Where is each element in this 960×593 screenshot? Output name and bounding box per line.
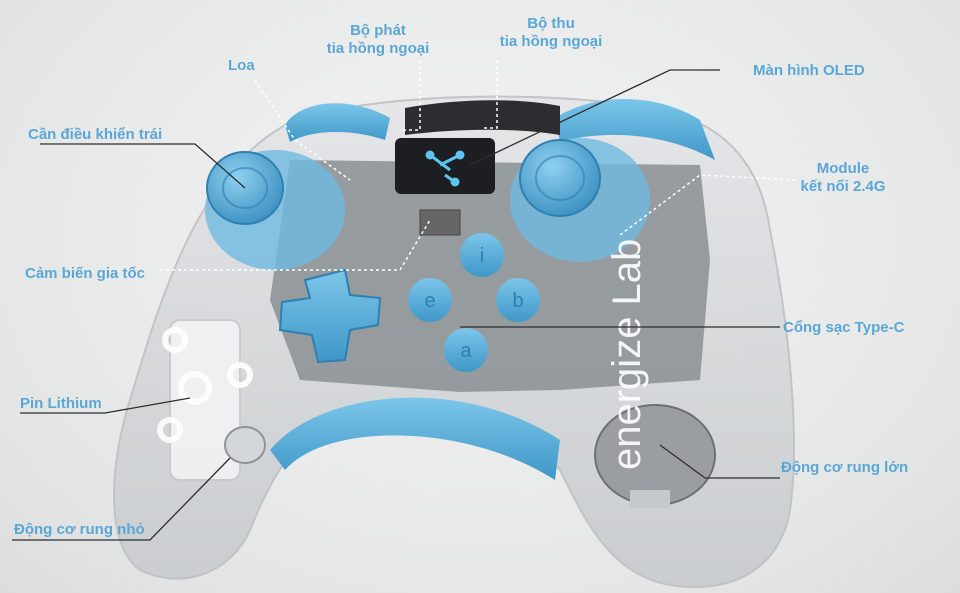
battery-logo xyxy=(157,327,253,443)
callout-lines xyxy=(12,69,780,541)
label-big-motor: Động cơ rung lớn xyxy=(781,459,909,476)
dots-module xyxy=(619,174,796,236)
label-ir-receiver: Bộ thu tia hồng ngoại xyxy=(499,15,603,50)
button-a-label: a xyxy=(460,340,472,362)
button-b xyxy=(496,278,540,322)
left-bumper xyxy=(285,103,390,142)
line-oled xyxy=(469,69,720,166)
top-bar xyxy=(405,100,560,135)
button-i xyxy=(460,233,504,277)
brand-text: energize Lab xyxy=(605,239,649,470)
line-big-motor xyxy=(659,444,780,479)
oled-logo xyxy=(425,150,465,187)
right-stick-cap xyxy=(519,139,601,217)
button-b-label: b xyxy=(512,290,523,312)
label-ir-emitter: Bộ phát tia hồng ngoại xyxy=(326,22,430,57)
button-e xyxy=(408,278,452,322)
label-small-motor: Động cơ rung nhỏ xyxy=(14,521,145,538)
accelerometer-chip xyxy=(419,209,461,236)
dpad xyxy=(278,268,382,364)
label-accelerometer: Cảm biến gia tốc xyxy=(25,265,146,282)
button-e-label: e xyxy=(424,290,435,312)
dotted-lines xyxy=(160,60,796,271)
label-module-24g: Module kết nối 2.4G xyxy=(800,160,886,195)
label-usb-c-port: Cổng sạc Type-C xyxy=(783,319,905,336)
label-left-joystick: Cần điều khiển trái xyxy=(28,126,163,143)
label-oled-screen: Màn hình OLED xyxy=(753,62,865,79)
face-buttons xyxy=(408,233,540,372)
line-battery xyxy=(20,397,191,414)
button-a xyxy=(444,328,488,372)
line-small-motor xyxy=(12,457,231,541)
label-speaker: Loa xyxy=(228,57,255,74)
dots-ir-receiver xyxy=(482,60,498,129)
dots-accelerometer xyxy=(160,219,431,271)
right-bumper xyxy=(555,99,715,160)
line-left-joystick xyxy=(40,143,246,189)
button-i-label: i xyxy=(480,245,484,267)
label-battery: Pin Lithium xyxy=(20,395,102,412)
small-motor xyxy=(224,426,266,464)
grip-arc xyxy=(270,397,560,480)
dots-speaker xyxy=(254,79,351,181)
